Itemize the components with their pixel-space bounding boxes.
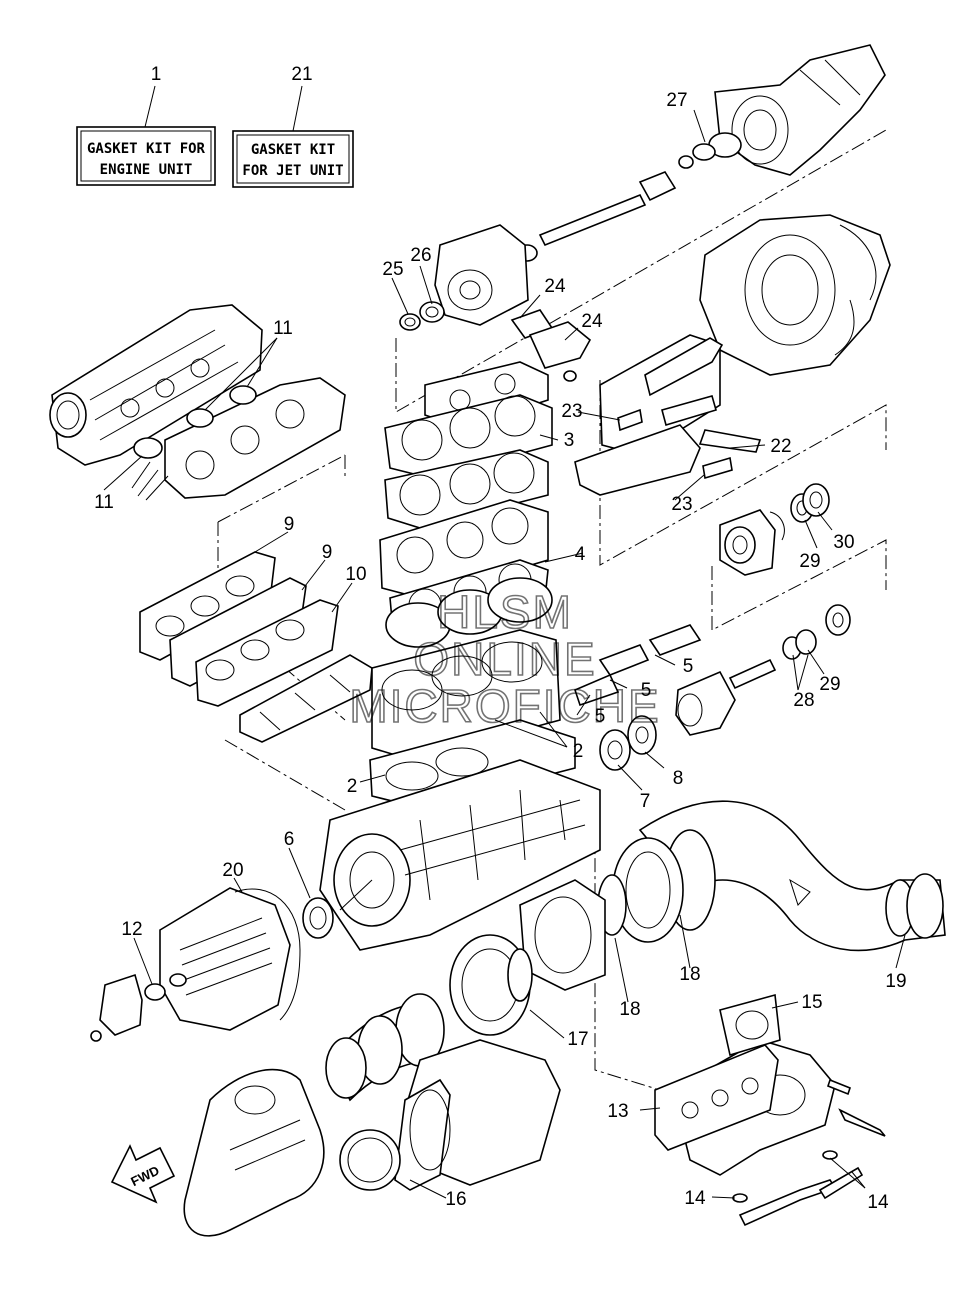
callout-5a: 5 xyxy=(683,656,694,677)
drive-coupling xyxy=(574,604,851,771)
gasket-kit-engine: GASKET KIT FOR ENGINE UNIT 1 xyxy=(76,64,216,186)
callout-14a: 14 xyxy=(684,1188,706,1209)
callout-numbers: 2 2 3 4 5 5 5 6 7 8 9 9 10 11 11 12 13 1… xyxy=(94,90,906,1213)
callout-11a: 11 xyxy=(273,318,293,339)
callout-29b: 29 xyxy=(819,674,840,695)
callout-17: 17 xyxy=(567,1029,588,1050)
callout-24a: 24 xyxy=(544,276,566,297)
callout-11b: 11 xyxy=(94,492,114,513)
exhaust-pipe xyxy=(597,800,946,952)
callout-23b: 23 xyxy=(671,494,692,515)
gasket-kit-jet: GASKET KIT FOR JET UNIT 21 xyxy=(232,64,354,188)
callout-9b: 9 xyxy=(322,542,333,563)
crankcase xyxy=(319,759,601,951)
kit-jet-line1: GASKET KIT xyxy=(251,142,335,158)
callout-2b: 2 xyxy=(573,741,584,762)
o-rings-11 xyxy=(103,337,278,491)
reed-valve-gaskets xyxy=(139,531,373,743)
callout-1: 1 xyxy=(151,64,162,85)
intake-manifold-assembly xyxy=(49,304,346,501)
callout-13: 13 xyxy=(607,1101,628,1122)
leader-lines xyxy=(133,109,906,1199)
callout-19: 19 xyxy=(885,971,906,992)
magneto-cover xyxy=(90,887,301,1042)
callout-5b: 5 xyxy=(641,680,652,701)
callout-25: 25 xyxy=(382,259,403,280)
fwd-arrow: FWD xyxy=(110,1144,176,1204)
cylinder-head-stack xyxy=(369,361,576,809)
callout-18b: 18 xyxy=(679,964,700,985)
oil-seal-6 xyxy=(302,897,334,939)
callout-21: 21 xyxy=(291,64,312,85)
callout-9a: 9 xyxy=(284,514,295,535)
callout-4: 4 xyxy=(575,544,586,565)
kit-jet-line2: FOR JET UNIT xyxy=(242,163,343,179)
callout-16: 16 xyxy=(445,1189,466,1210)
kit-engine-line2: ENGINE UNIT xyxy=(100,162,193,178)
callout-29a: 29 xyxy=(799,551,820,572)
bearings-25-26 xyxy=(399,301,445,331)
resonator xyxy=(339,1039,561,1191)
callout-3: 3 xyxy=(564,430,575,451)
jet-housing-right xyxy=(699,214,891,376)
bearing-housing xyxy=(719,483,830,576)
callout-7: 7 xyxy=(640,791,651,812)
exhaust-chamber xyxy=(449,879,606,1036)
callout-22: 22 xyxy=(770,436,791,457)
callout-14b: 14 xyxy=(867,1192,889,1213)
callout-8: 8 xyxy=(673,768,684,789)
jet-pump-upper xyxy=(434,44,886,382)
callout-20: 20 xyxy=(222,860,243,881)
exhaust-manifold-lower xyxy=(654,993,886,1227)
intake-duct-22-23 xyxy=(574,334,762,496)
watermark-line1: HLSM xyxy=(437,586,573,638)
callout-12: 12 xyxy=(121,919,142,940)
watermark-line2: ONLINE xyxy=(413,633,596,685)
callout-15: 15 xyxy=(801,992,822,1013)
callout-2a: 2 xyxy=(347,776,358,797)
watermark-line3: MICROFICHE xyxy=(349,680,660,732)
kit-engine-line1: GASKET KIT FOR xyxy=(87,141,206,157)
callout-18a: 18 xyxy=(619,999,640,1020)
callout-30: 30 xyxy=(833,532,854,553)
watermark: HLSM ONLINE MICROFICHE xyxy=(349,585,660,733)
callout-5c: 5 xyxy=(595,706,606,727)
callout-27: 27 xyxy=(666,90,687,111)
callout-10: 10 xyxy=(345,564,366,585)
callout-23a: 23 xyxy=(561,401,582,422)
callout-26: 26 xyxy=(410,245,431,266)
callout-24b: 24 xyxy=(581,311,603,332)
callout-28: 28 xyxy=(793,690,814,711)
callout-6: 6 xyxy=(284,829,295,850)
water-lock-hose xyxy=(183,993,445,1237)
